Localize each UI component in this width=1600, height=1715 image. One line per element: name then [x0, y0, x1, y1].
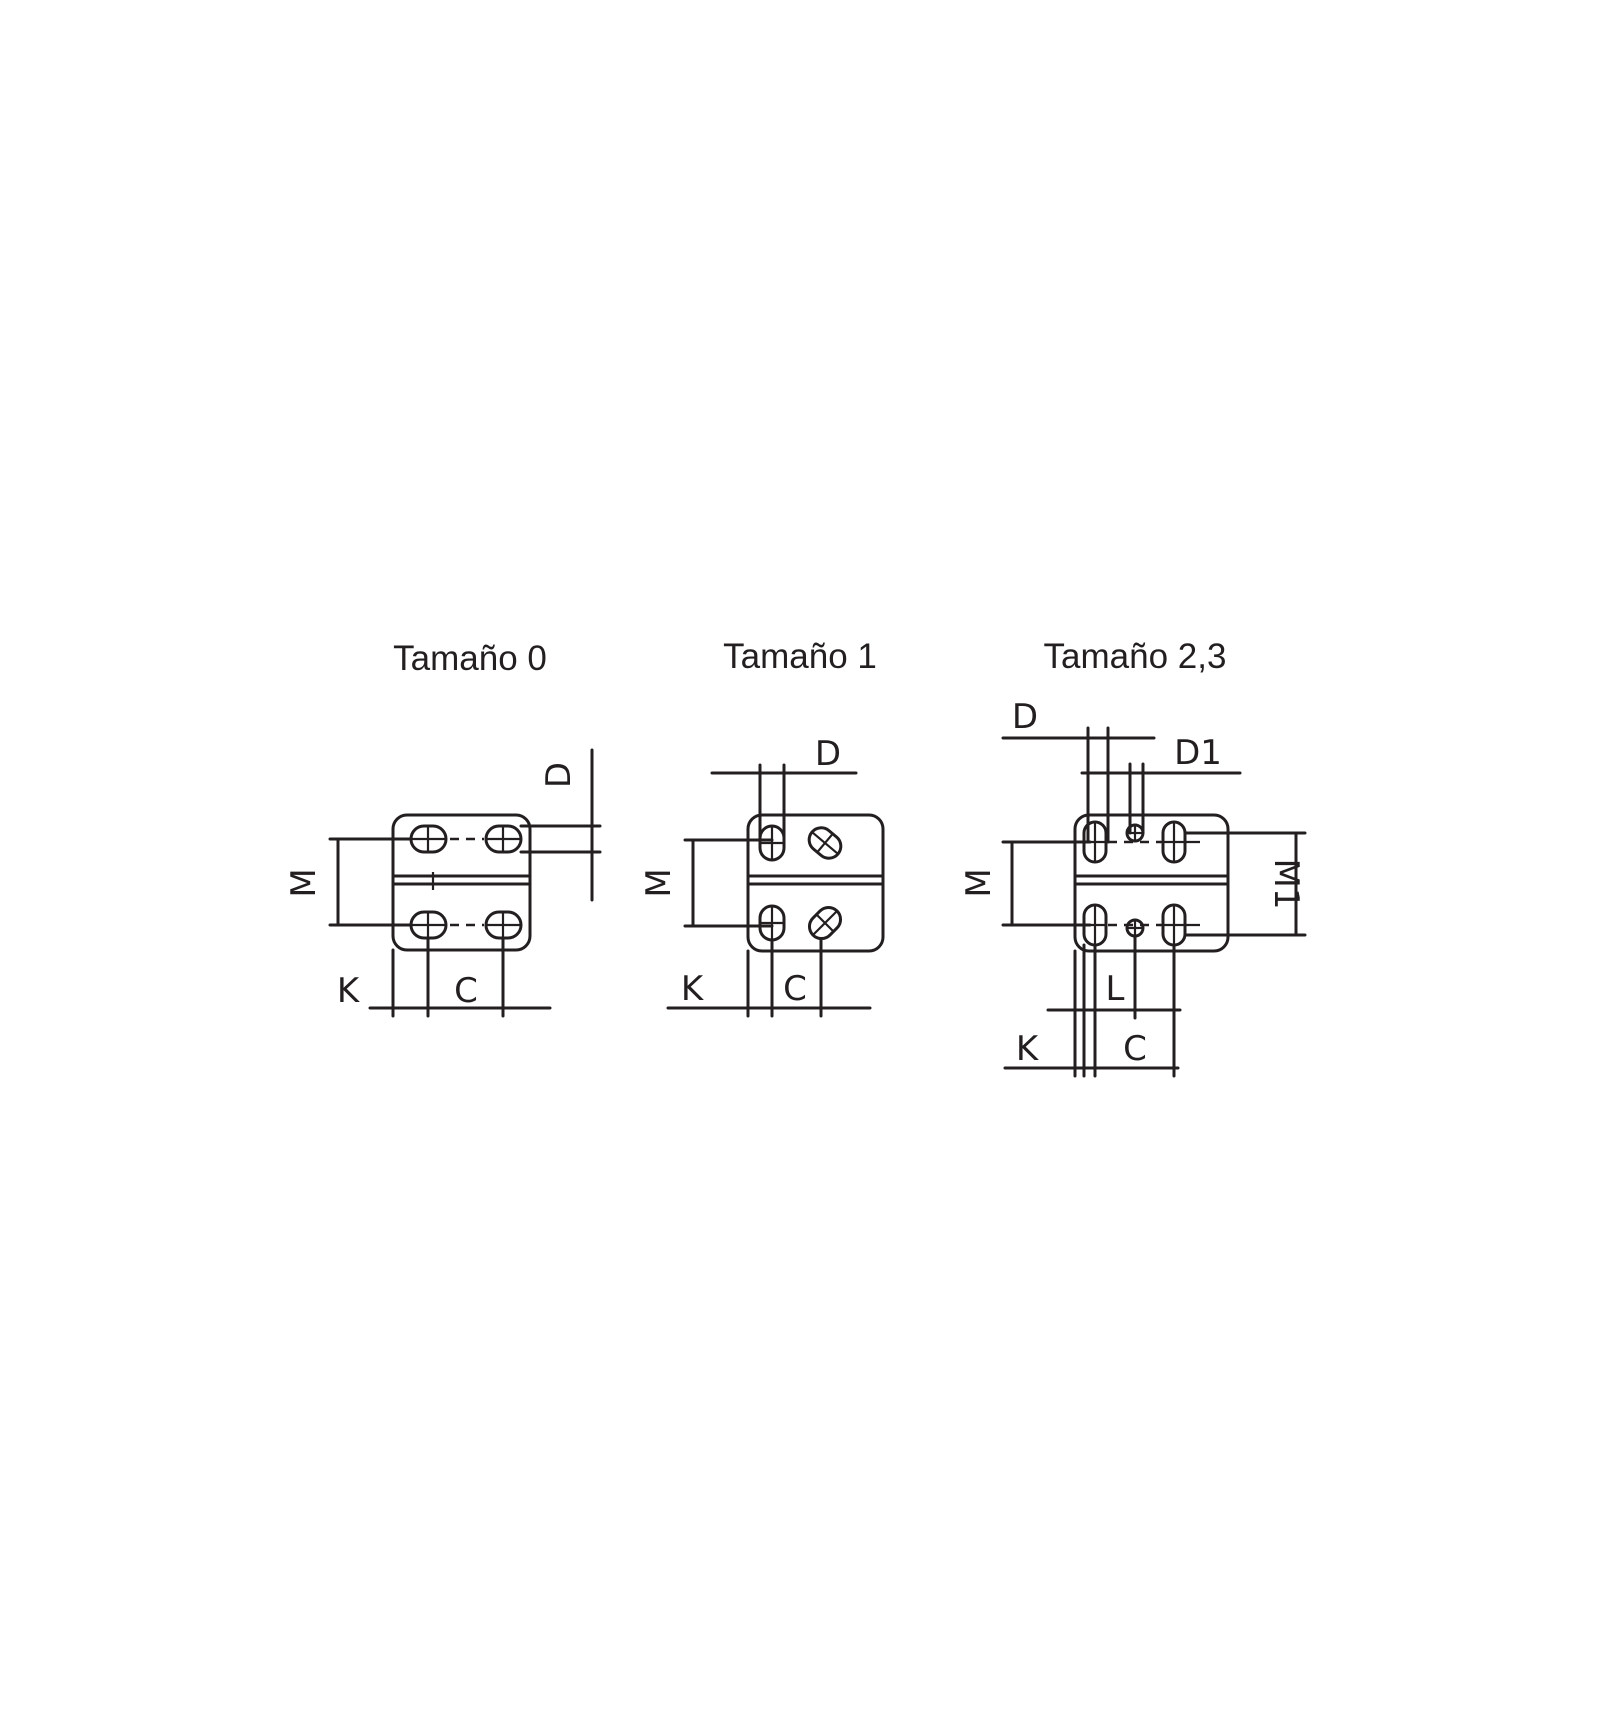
slot-hole-top-right	[1160, 820, 1200, 864]
dimension-label-C: C	[1123, 1029, 1147, 1069]
figure-size-1: Tamaño 1	[639, 637, 885, 1018]
dimension-label-K: K	[1016, 1029, 1040, 1069]
slot-hole-top-right	[807, 826, 843, 860]
slot-hole-bottom-right	[1160, 903, 1200, 947]
dimension-label-L: L	[1106, 969, 1125, 1009]
slot-hole-bottom-left	[409, 910, 448, 940]
dimension-label-M: M	[284, 868, 324, 897]
dimension-label-K: K	[337, 971, 361, 1011]
dimension-lines-size-1	[666, 763, 872, 1018]
round-hole-bottom	[1125, 918, 1145, 938]
figure-size-0-title: Tamaño 0	[393, 639, 547, 678]
dimension-label-M: M	[959, 868, 999, 897]
dimension-label-D1: D1	[1174, 733, 1222, 773]
dimension-label-M1: M1	[1266, 859, 1306, 910]
slot-hole-bottom-right	[484, 910, 523, 940]
slot-hole-top-left	[758, 824, 786, 862]
hinge-plate-size-2-3	[1073, 813, 1230, 953]
dimension-label-M: M	[639, 868, 679, 897]
dimension-label-C: C	[454, 971, 478, 1011]
dimension-label-C: C	[783, 969, 807, 1009]
dimension-lines-size-2-3	[1001, 726, 1307, 1078]
mounting-holes-size-0	[409, 824, 523, 940]
slot-hole-top-left	[409, 824, 448, 854]
dimension-label-D: D	[1012, 697, 1038, 737]
slot-hole-bottom-left	[758, 904, 786, 942]
figure-size-0: Tamaño 0	[284, 639, 602, 1018]
figure-size-2-3-title: Tamaño 2,3	[1044, 637, 1227, 676]
hinge-plate-size-0	[391, 813, 532, 952]
slot-hole-bottom-right	[807, 905, 843, 941]
slot-hole-top-right	[484, 824, 523, 854]
dimension-label-K: K	[681, 969, 705, 1009]
dimension-label-D: D	[539, 762, 579, 788]
figure-size-1-title: Tamaño 1	[723, 637, 877, 676]
dimension-label-D: D	[815, 734, 841, 774]
hinge-plate-size-1	[746, 813, 885, 953]
dimension-lines-size-0	[328, 748, 602, 1018]
figure-size-2-3: Tamaño 2,3	[959, 637, 1307, 1078]
